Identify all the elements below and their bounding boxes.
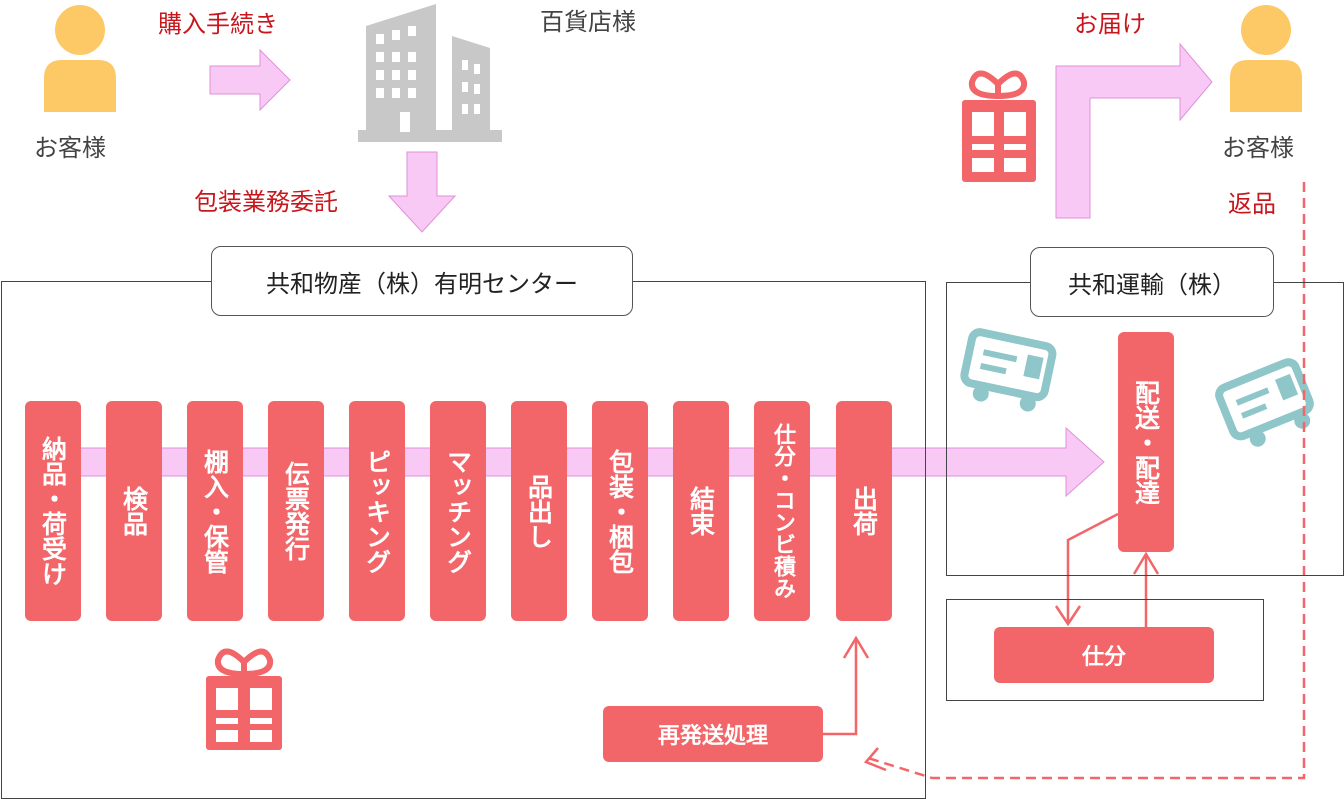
customer-left-label: お客様 xyxy=(34,134,106,162)
step-inspection: 検品 xyxy=(106,401,162,621)
sort-frame xyxy=(946,599,1264,701)
reship-line xyxy=(822,640,858,736)
gift-icon xyxy=(962,70,1036,182)
center-title: 共和物産（株）有明センター xyxy=(211,246,633,316)
step-packing: 包装・梱包 xyxy=(592,401,648,621)
step-matching: マッチング xyxy=(430,401,486,621)
delivery-box: 配送・配達 xyxy=(1118,332,1174,552)
step-receiving: 納品・荷受け xyxy=(25,401,81,621)
step-slip-issue: 伝票発行 xyxy=(268,401,324,621)
from-sort-arrowhead xyxy=(1132,551,1160,575)
outsourcing-arrow xyxy=(387,151,457,233)
return-label: 返品 xyxy=(1228,190,1276,218)
person-icon xyxy=(1230,5,1302,112)
sort-box: 仕分 xyxy=(994,627,1214,683)
step-storage: 棚入・保管 xyxy=(187,401,243,621)
truck-icon xyxy=(1215,358,1314,447)
step-bundling: 結束 xyxy=(673,401,729,621)
delivery-arrow xyxy=(1055,42,1213,219)
person-icon xyxy=(44,5,116,112)
step-shipping: 出荷 xyxy=(836,401,892,621)
reship-arrowhead xyxy=(842,635,870,659)
outsourcing-label: 包装業務委託 xyxy=(194,188,338,216)
customer-right-label: お客様 xyxy=(1222,134,1294,162)
step-picking: ピッキング xyxy=(349,401,405,621)
building-icon xyxy=(358,4,502,142)
to-sort-line xyxy=(1066,512,1119,622)
step-staging: 品出し xyxy=(511,401,567,621)
gift-icon xyxy=(206,648,282,750)
delivery-label: お届け xyxy=(1074,10,1146,38)
step-sorting-loading: 仕分・コンビ積み xyxy=(754,401,810,621)
purchase-arrow xyxy=(209,48,291,112)
transport-title: 共和運輸（株） xyxy=(1030,247,1274,317)
reship-box: 再発送処理 xyxy=(603,706,823,762)
department-store-label: 百貨店様 xyxy=(540,8,636,36)
purchase-label: 購入手続き xyxy=(158,10,278,38)
to-sort-arrowhead xyxy=(1054,605,1082,627)
return-arrowhead xyxy=(863,747,887,772)
truck-icon xyxy=(960,328,1057,412)
return-dashed-line xyxy=(867,182,1306,780)
